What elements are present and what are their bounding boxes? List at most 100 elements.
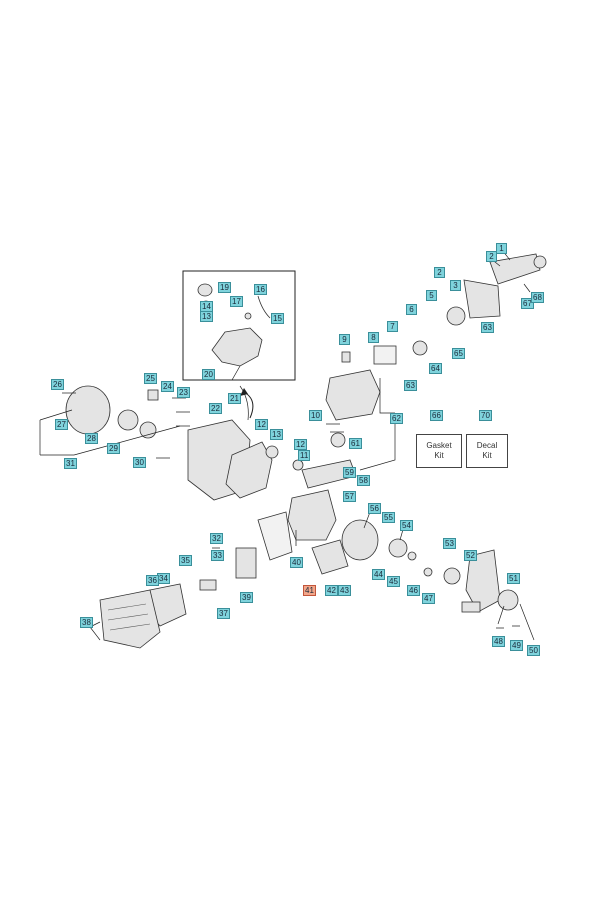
callout-15[interactable]: 15 — [271, 313, 284, 324]
callout-54[interactable]: 54 — [400, 520, 413, 531]
callout-16[interactable]: 16 — [254, 284, 267, 295]
nut — [407, 551, 417, 561]
cylinder — [325, 369, 381, 421]
callout-40[interactable]: 40 — [290, 557, 303, 568]
callout-5[interactable]: 5 — [426, 290, 437, 301]
callout-66[interactable]: 66 — [430, 410, 443, 421]
callout-62[interactable]: 62 — [390, 413, 403, 424]
intake-adapter — [412, 340, 428, 356]
spark-plug — [341, 351, 351, 363]
callout-39[interactable]: 39 — [240, 592, 253, 603]
callout-21[interactable]: 21 — [228, 393, 241, 404]
callout-1[interactable]: 1 — [496, 243, 507, 254]
grommet — [244, 312, 252, 320]
flywheel — [341, 519, 379, 561]
callout-6[interactable]: 6 — [406, 304, 417, 315]
piston — [330, 432, 346, 448]
callout-13b[interactable]: 13 — [200, 311, 213, 322]
callout-10[interactable]: 10 — [309, 410, 322, 421]
clutch-housing — [465, 549, 501, 613]
gasket-plate — [373, 345, 397, 365]
gasket-kit-line1: Gasket — [426, 441, 452, 450]
callout-11[interactable]: 11 — [298, 450, 311, 461]
callout-12[interactable]: 12 — [294, 439, 307, 450]
callout-53[interactable]: 53 — [443, 538, 456, 549]
callout-32[interactable]: 32 — [210, 533, 223, 544]
callout-43[interactable]: 43 — [338, 585, 351, 596]
callout-14[interactable]: 14 — [200, 301, 213, 312]
callout-20[interactable]: 20 — [202, 369, 215, 380]
muffler — [235, 547, 257, 579]
engine-block — [287, 489, 337, 541]
decal-kit-line2: Kit — [482, 451, 492, 460]
callout-56[interactable]: 56 — [368, 503, 381, 514]
callout-3[interactable]: 3 — [450, 280, 461, 291]
callout-42[interactable]: 42 — [325, 585, 338, 596]
callout-28[interactable]: 28 — [85, 433, 98, 444]
callout-17[interactable]: 17 — [230, 296, 243, 307]
callout-23[interactable]: 23 — [177, 387, 190, 398]
callout-29[interactable]: 29 — [107, 443, 120, 454]
callout-9[interactable]: 9 — [339, 334, 350, 345]
knob — [533, 255, 547, 269]
callout-48[interactable]: 48 — [492, 636, 505, 647]
callout-30[interactable]: 30 — [133, 457, 146, 468]
callout-63b[interactable]: 63 — [481, 322, 494, 333]
callout-50[interactable]: 50 — [527, 645, 540, 656]
callout-31[interactable]: 31 — [64, 458, 77, 469]
callout-49[interactable]: 49 — [510, 640, 523, 651]
callout-57[interactable]: 57 — [343, 491, 356, 502]
crankcase-half-2 — [225, 441, 273, 499]
callout-46[interactable]: 46 — [407, 585, 420, 596]
fuel-tank — [211, 327, 263, 367]
callout-38[interactable]: 38 — [80, 617, 93, 628]
throttle-housing — [489, 253, 541, 285]
callout-68[interactable]: 68 — [531, 292, 544, 303]
callout-51[interactable]: 51 — [507, 573, 520, 584]
crankshaft — [301, 459, 357, 489]
callout-61[interactable]: 61 — [349, 438, 362, 449]
callout-47[interactable]: 47 — [422, 593, 435, 604]
bearing — [265, 445, 279, 459]
callout-34[interactable]: 34 — [157, 573, 170, 584]
callout-36[interactable]: 36 — [146, 575, 159, 586]
callout-55[interactable]: 55 — [382, 512, 395, 523]
callout-45[interactable]: 45 — [387, 576, 400, 587]
callout-58[interactable]: 58 — [357, 475, 370, 486]
callout-8[interactable]: 8 — [368, 332, 379, 343]
callout-64[interactable]: 64 — [429, 363, 442, 374]
starter-spring — [139, 421, 157, 439]
washer — [423, 567, 433, 577]
ignition-module — [311, 539, 349, 575]
callout-37[interactable]: 37 — [217, 608, 230, 619]
callout-35[interactable]: 35 — [179, 555, 192, 566]
carburetor — [446, 306, 466, 326]
callout-67[interactable]: 67 — [521, 298, 534, 309]
callout-70[interactable]: 70 — [479, 410, 492, 421]
inset-frame — [182, 270, 296, 381]
callout-65[interactable]: 65 — [452, 348, 465, 359]
callout-12b[interactable]: 12 — [255, 419, 268, 430]
callout-13[interactable]: 13 — [270, 429, 283, 440]
callout-41[interactable]: 41 — [303, 585, 316, 596]
callout-44[interactable]: 44 — [372, 569, 385, 580]
clutch — [388, 538, 408, 558]
callout-33[interactable]: 33 — [211, 550, 224, 561]
clutch-drum — [443, 567, 461, 585]
gasket-kit-line2: Kit — [434, 451, 444, 460]
callout-26[interactable]: 26 — [51, 379, 64, 390]
callout-7[interactable]: 7 — [387, 321, 398, 332]
callout-52[interactable]: 52 — [464, 550, 477, 561]
callout-2[interactable]: 2 — [486, 251, 497, 262]
starter-pawl — [147, 389, 159, 401]
callout-25[interactable]: 25 — [144, 373, 157, 384]
callout-2b[interactable]: 2 — [434, 267, 445, 278]
callout-59[interactable]: 59 — [343, 467, 356, 478]
heat-shield — [257, 511, 293, 561]
callout-63[interactable]: 63 — [404, 380, 417, 391]
callout-19[interactable]: 19 — [218, 282, 231, 293]
muffler-gasket — [199, 579, 217, 591]
callout-24[interactable]: 24 — [161, 381, 174, 392]
callout-27[interactable]: 27 — [55, 419, 68, 430]
callout-22[interactable]: 22 — [209, 403, 222, 414]
